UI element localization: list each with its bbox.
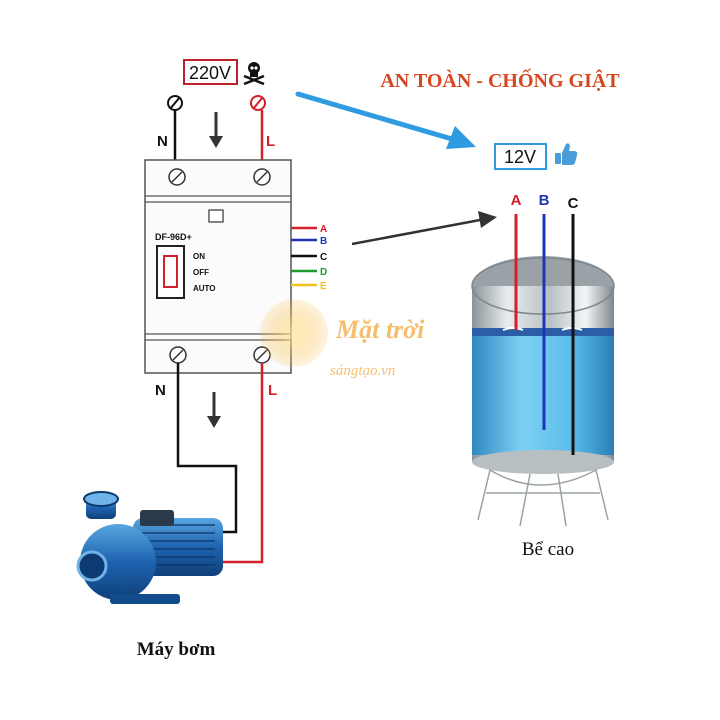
screw-terminal-icon [253,168,271,186]
input-neutral-label: N [157,133,168,150]
watermark-line2: sángtạo.vn [330,363,395,379]
safety-banner: AN TOÀN - CHỐNG GIẬT [380,68,620,92]
terminal-b-label: B [320,236,327,247]
mode-switch-lever [163,255,178,288]
mode-auto-label: AUTO [193,284,216,293]
water-pump-image [76,491,223,604]
probe-b-label: B [539,192,550,209]
terminal-c-label: C [320,252,327,263]
watermark-sun-logo: Mặt trời sángtạo.vn [260,299,425,379]
screw-terminal-icon [169,346,187,364]
input-live-label: L [266,133,275,150]
live-output-wire [222,363,264,564]
output-neutral-label: N [155,382,166,399]
live-input-terminal-icon [250,95,266,111]
probe-c-label: C [568,195,579,212]
pump-label: Máy bơm [137,639,216,660]
tank-label: Bể cao [522,539,574,560]
mode-off-label: OFF [193,268,209,277]
mode-on-label: ON [193,252,205,261]
neutral-output-wire [176,363,238,534]
skull-crossbones-icon [243,62,265,86]
terminal-e-label: E [320,281,327,292]
low-voltage-text: 12V [504,147,536,167]
screw-terminal-icon [168,168,186,186]
black-arrow-icon [351,211,497,246]
terminal-d-label: D [320,267,327,278]
low-voltage-badge: 12V [494,143,547,170]
thumbs-up-icon [555,143,578,165]
arrow-down-icon [207,392,221,428]
terminal-a-label: A [320,224,327,235]
indicator-window [208,209,224,223]
output-live-label: L [268,382,277,399]
watermark-line1: Mặt trời [335,315,425,344]
neutral-input-terminal-icon [167,95,183,111]
supply-voltage-text: 220V [189,63,231,83]
supply-voltage-badge: 220V [183,59,238,85]
probe-a-label: A [511,192,522,209]
arrow-down-icon [209,112,223,148]
controller-model-label: DF-96D+ [155,232,192,242]
blue-arrow-icon [295,91,476,149]
